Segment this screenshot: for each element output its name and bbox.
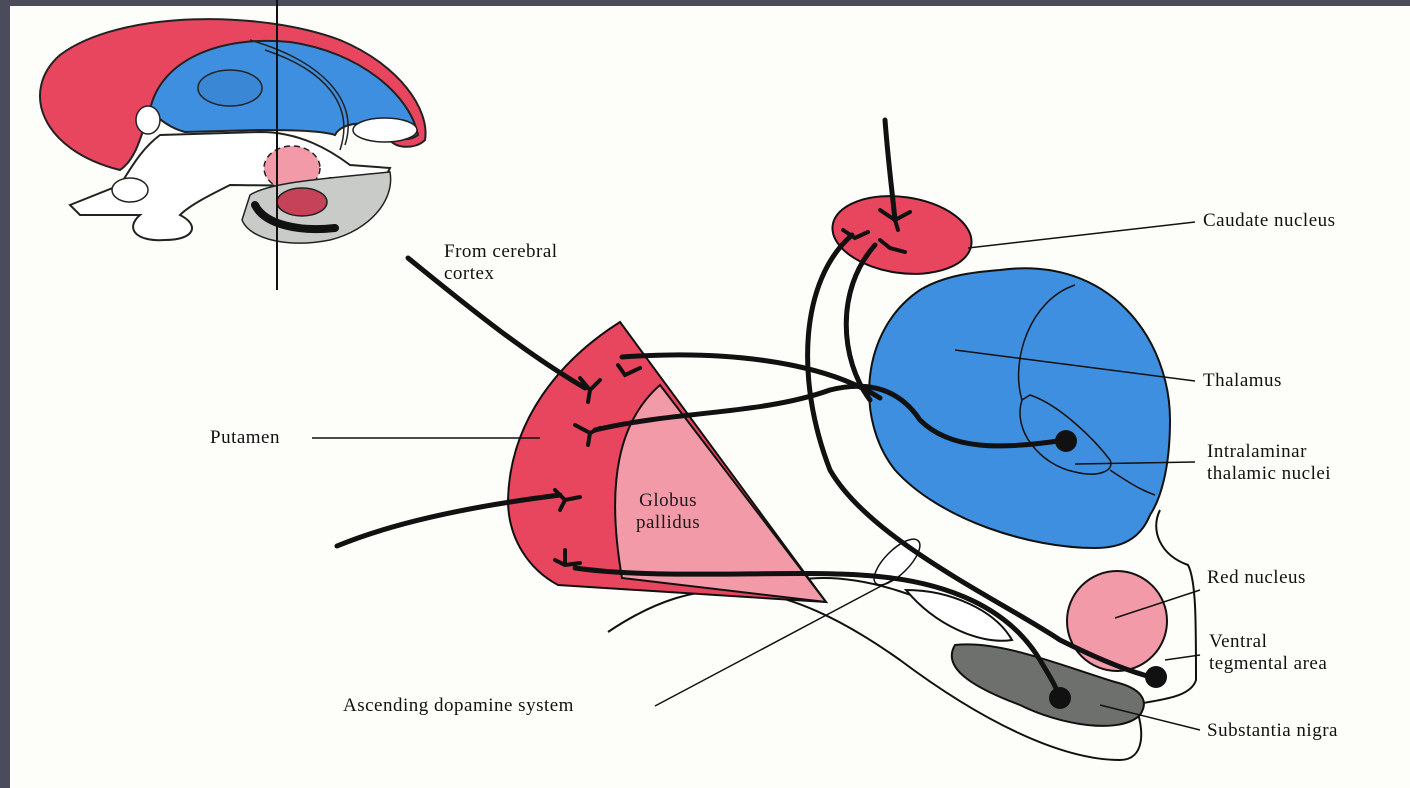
label-red-nucleus: Red nucleus <box>1207 567 1306 589</box>
vta-dot <box>1145 666 1167 688</box>
label-globus-line2: pallidus <box>636 512 700 534</box>
red-nucleus <box>1067 571 1167 671</box>
brain-inset <box>40 0 426 290</box>
label-globus-pallidus: Globus pallidus <box>636 490 700 534</box>
label-putamen: Putamen <box>210 427 280 449</box>
label-caudate: Caudate nucleus <box>1203 210 1336 232</box>
label-intralaminar-line2: thalamic nuclei <box>1207 463 1331 485</box>
label-from-cortex-line2: cortex <box>444 263 558 285</box>
label-thalamus: Thalamus <box>1203 370 1282 392</box>
intralaminar-dot <box>1055 430 1077 452</box>
label-from-cortex-line1: From cerebral <box>444 241 558 263</box>
inset-ventricle <box>198 70 262 106</box>
label-substantia-nigra: Substantia nigra <box>1207 720 1338 742</box>
label-from-cortex: From cerebral cortex <box>444 241 558 285</box>
label-vta: Ventral tegmental area <box>1209 631 1327 675</box>
label-intralaminar-line1: Intralaminar <box>1207 441 1331 463</box>
label-intralaminar: Intralaminar thalamic nuclei <box>1207 441 1331 485</box>
label-vta-line1: Ventral <box>1209 631 1327 653</box>
label-vta-line2: tegmental area <box>1209 653 1327 675</box>
substantia-nigra-dot <box>1049 687 1071 709</box>
label-globus-line1: Globus <box>636 490 700 512</box>
label-dopamine-system: Ascending dopamine system <box>343 695 574 717</box>
